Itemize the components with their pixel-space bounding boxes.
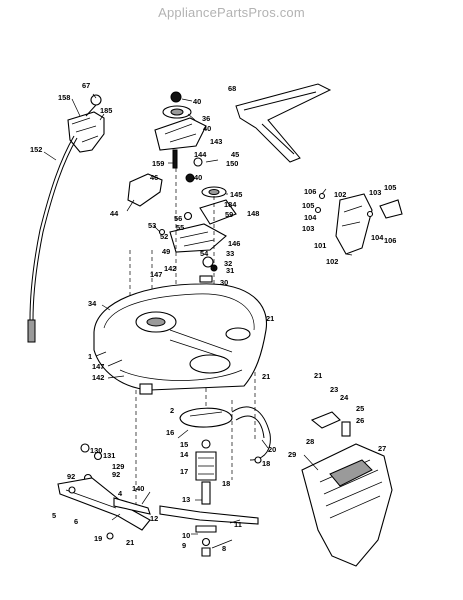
callout-label: 6	[74, 517, 78, 526]
callout-label: 4	[118, 489, 123, 498]
callout-label: 32	[224, 259, 232, 268]
callout-label: 8	[222, 544, 226, 553]
callout-label: 33	[226, 249, 234, 258]
callout-label: 148	[247, 209, 259, 218]
callout-label: 17	[180, 467, 188, 476]
callout-label: 28	[306, 437, 314, 446]
callout-label: 184	[224, 200, 237, 209]
idler-pulley-bracket	[154, 91, 207, 183]
callout-label: 40	[194, 173, 202, 182]
callout-label: 34	[88, 299, 97, 308]
callout-label: 142	[92, 373, 104, 382]
callout-label: 56	[174, 214, 182, 223]
callout-label: 36	[202, 114, 210, 123]
callout-label: 18	[262, 459, 270, 468]
callout-label: 19	[94, 534, 102, 543]
callout-label: 12	[150, 514, 158, 523]
callout-label: 14	[180, 450, 189, 459]
callout-label: 53	[148, 221, 156, 230]
callout-label: 27	[378, 444, 386, 453]
callout-label: 21	[314, 371, 322, 380]
callout-label: 102	[334, 190, 346, 199]
callout-label: 152	[30, 145, 42, 154]
stabilizer-arm-assembly	[57, 443, 151, 540]
callout-label: 26	[356, 416, 364, 425]
callout-leaders	[43, 93, 353, 549]
callout-label: 10	[182, 531, 190, 540]
callout-label: 106	[384, 236, 396, 245]
callout-label: 44	[110, 209, 119, 218]
callout-label: 18	[222, 479, 230, 488]
callout-label: 9	[182, 541, 186, 550]
spindle-and-blade	[159, 406, 271, 557]
callout-label: 145	[230, 190, 242, 199]
callout-label: 16	[166, 428, 174, 437]
callout-label: 40	[193, 97, 201, 106]
callout-label: 140	[132, 484, 144, 493]
callout-label: 2	[170, 406, 174, 415]
callout-label: 147	[92, 362, 104, 371]
callout-label: 130	[90, 446, 102, 455]
callout-label: 31	[226, 266, 234, 275]
callout-label: 92	[67, 472, 75, 481]
callout-label: 54	[200, 249, 209, 258]
deck-side-shield	[301, 411, 393, 567]
callout-label: 15	[180, 440, 188, 449]
callout-label: 25	[356, 404, 364, 413]
callout-labels: 67 158 185 152 68 40 36 40 143 144 45 15…	[30, 81, 396, 553]
callout-label: 24	[340, 393, 349, 402]
callout-label: 146	[228, 239, 240, 248]
callout-label: 59	[225, 210, 233, 219]
callout-label: 159	[152, 159, 164, 168]
mower-belt	[235, 83, 332, 163]
callout-label: 45	[231, 150, 239, 159]
discharge-deflector	[314, 192, 403, 255]
callout-label: 1	[88, 352, 92, 361]
callout-label: 29	[288, 450, 296, 459]
callout-label: 92	[112, 470, 120, 479]
callout-label: 30	[220, 278, 228, 287]
callout-label: 106	[304, 187, 316, 196]
lift-lever-assembly	[27, 94, 105, 343]
callout-label: 147	[150, 270, 162, 279]
callout-label: 104	[371, 233, 384, 242]
callout-label: 23	[330, 385, 338, 394]
mower-deck	[93, 283, 268, 395]
callout-label: 104	[304, 213, 317, 222]
callout-label: 52	[160, 232, 168, 241]
callout-label: 105	[384, 183, 396, 192]
callout-label: 105	[302, 201, 314, 210]
callout-label: 21	[266, 314, 274, 323]
callout-label: 143	[210, 137, 222, 146]
spindle-pulley-cluster	[127, 173, 237, 297]
callout-label: 131	[103, 451, 115, 460]
callout-label: 46	[150, 173, 158, 182]
callout-label: 67	[82, 81, 90, 90]
callout-label: 150	[226, 159, 238, 168]
callout-label: 185	[100, 106, 112, 115]
callout-label: 5	[52, 511, 56, 520]
callout-label: 129	[112, 462, 124, 471]
site-watermark: AppliancePartsPros.com	[158, 5, 305, 20]
callout-label: 103	[369, 188, 381, 197]
callout-label: 11	[234, 520, 242, 529]
callout-label: 101	[314, 241, 326, 250]
callout-label: 102	[326, 257, 338, 266]
callout-label: 103	[302, 224, 314, 233]
callout-label: 20	[268, 445, 276, 454]
callout-label: 55	[176, 223, 184, 232]
callout-label: 21	[262, 372, 270, 381]
callout-label: 21	[126, 538, 134, 547]
callout-label: 68	[228, 84, 236, 93]
callout-label: 49	[162, 247, 170, 256]
callout-label: 142	[164, 264, 176, 273]
callout-label: 13	[182, 495, 190, 504]
callout-label: 144	[194, 150, 207, 159]
callout-label: 40	[203, 124, 211, 133]
callout-label: 158	[58, 93, 70, 102]
